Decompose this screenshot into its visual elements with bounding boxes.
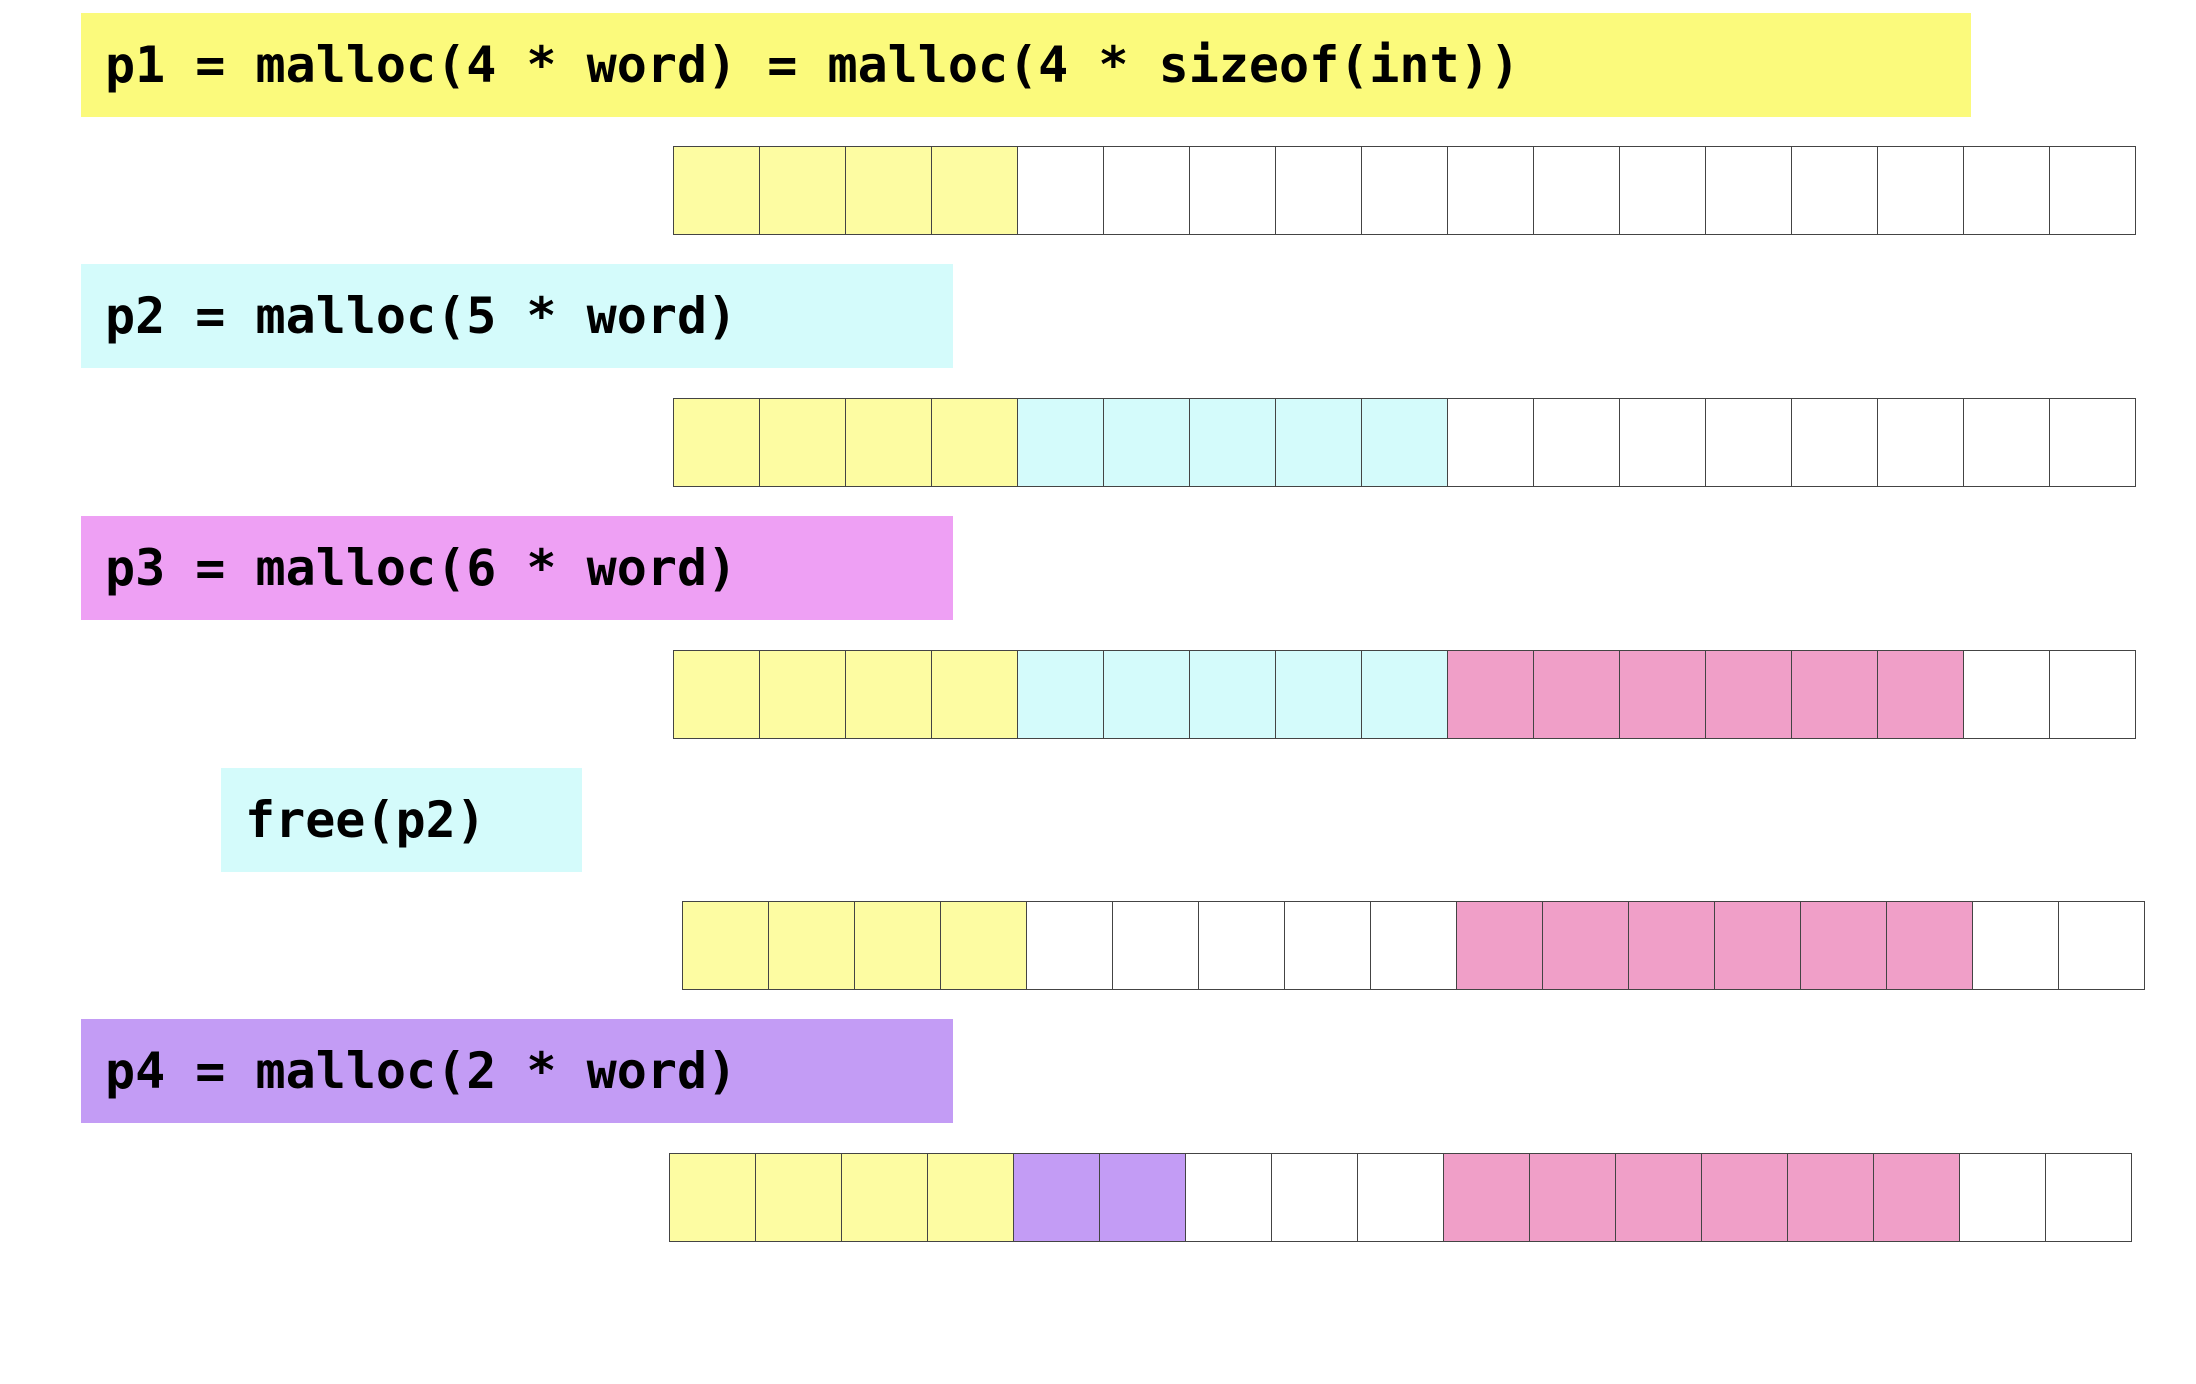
heap-cell-p1: [855, 902, 941, 989]
step-label-free-p2: free(p2): [221, 768, 582, 872]
heap-cell-p3: [1620, 651, 1706, 738]
heap-cell-p2: [1190, 399, 1276, 486]
heap-row-free-p2: [682, 901, 2145, 990]
heap-cell-p1: [674, 399, 760, 486]
heap-cell-p1: [842, 1154, 928, 1241]
heap-cell-p2: [1018, 399, 1104, 486]
heap-cell-free: [1371, 902, 1457, 989]
heap-cell-p2: [1190, 651, 1276, 738]
heap-cell-p1: [674, 147, 760, 234]
heap-cell-free: [1792, 147, 1878, 234]
heap-row-p3: [673, 650, 2136, 739]
heap-cell-free: [1104, 147, 1190, 234]
heap-cell-free: [2059, 902, 2144, 989]
heap-cell-free: [1018, 147, 1104, 234]
heap-cell-free: [1199, 902, 1285, 989]
heap-cell-p3: [1616, 1154, 1702, 1241]
heap-cell-p1: [846, 147, 932, 234]
heap-cell-p4: [1014, 1154, 1100, 1241]
heap-cell-p3: [1715, 902, 1801, 989]
heap-cell-p1: [760, 399, 846, 486]
heap-cell-free: [1878, 399, 1964, 486]
heap-cell-p1: [932, 651, 1018, 738]
heap-cell-p2: [1362, 651, 1448, 738]
heap-cell-free: [1706, 399, 1792, 486]
heap-cell-free: [1190, 147, 1276, 234]
heap-cell-p3: [1706, 651, 1792, 738]
heap-cell-free: [1186, 1154, 1272, 1241]
heap-cell-p1: [760, 651, 846, 738]
heap-cell-p3: [1530, 1154, 1616, 1241]
heap-cell-free: [1285, 902, 1371, 989]
heap-cell-free: [1448, 399, 1534, 486]
heap-cell-p3: [1444, 1154, 1530, 1241]
heap-cell-free: [2050, 147, 2135, 234]
heap-cell-free: [1706, 147, 1792, 234]
heap-cell-p1: [932, 147, 1018, 234]
heap-cell-p3: [1801, 902, 1887, 989]
heap-cell-p1: [760, 147, 846, 234]
heap-cell-p3: [1792, 651, 1878, 738]
heap-cell-p1: [670, 1154, 756, 1241]
heap-cell-free: [1620, 399, 1706, 486]
heap-cell-free: [1960, 1154, 2046, 1241]
heap-cell-free: [1964, 399, 2050, 486]
heap-cell-free: [2046, 1154, 2131, 1241]
heap-cell-free: [1792, 399, 1878, 486]
heap-cell-p1: [932, 399, 1018, 486]
heap-cell-free: [1113, 902, 1199, 989]
heap-cell-free: [1448, 147, 1534, 234]
heap-row-p2: [673, 398, 2136, 487]
heap-row-p4: [669, 1153, 2132, 1242]
heap-cell-free: [1878, 147, 1964, 234]
heap-cell-p3: [1878, 651, 1964, 738]
heap-cell-p1: [769, 902, 855, 989]
heap-cell-p1: [941, 902, 1027, 989]
heap-cell-free: [1964, 147, 2050, 234]
heap-cell-p3: [1702, 1154, 1788, 1241]
step-label-p2: p2 = malloc(5 * word): [81, 264, 953, 368]
step-label-p3: p3 = malloc(6 * word): [81, 516, 953, 620]
heap-cell-p1: [756, 1154, 842, 1241]
heap-cell-free: [1964, 651, 2050, 738]
heap-cell-p1: [928, 1154, 1014, 1241]
heap-cell-p3: [1457, 902, 1543, 989]
heap-cell-p1: [674, 651, 760, 738]
heap-cell-free: [1620, 147, 1706, 234]
heap-cell-p3: [1534, 651, 1620, 738]
heap-cell-free: [1534, 399, 1620, 486]
heap-cell-free: [1027, 902, 1113, 989]
heap-cell-free: [1358, 1154, 1444, 1241]
heap-cell-p2: [1104, 399, 1190, 486]
heap-cell-p2: [1276, 399, 1362, 486]
heap-cell-p3: [1448, 651, 1534, 738]
heap-cell-p2: [1362, 399, 1448, 486]
heap-cell-p1: [683, 902, 769, 989]
heap-cell-p4: [1100, 1154, 1186, 1241]
heap-cell-free: [1973, 902, 2059, 989]
heap-cell-p1: [846, 651, 932, 738]
heap-cell-p2: [1018, 651, 1104, 738]
heap-cell-free: [1534, 147, 1620, 234]
step-label-p1: p1 = malloc(4 * word) = malloc(4 * sizeo…: [81, 13, 1971, 117]
heap-cell-p3: [1788, 1154, 1874, 1241]
heap-cell-free: [2050, 651, 2135, 738]
heap-cell-free: [1272, 1154, 1358, 1241]
heap-cell-free: [1362, 147, 1448, 234]
heap-cell-free: [2050, 399, 2135, 486]
heap-cell-p3: [1543, 902, 1629, 989]
heap-cell-free: [1276, 147, 1362, 234]
heap-cell-p3: [1874, 1154, 1960, 1241]
step-label-p4: p4 = malloc(2 * word): [81, 1019, 953, 1123]
heap-cell-p2: [1276, 651, 1362, 738]
heap-cell-p2: [1104, 651, 1190, 738]
heap-row-p1: [673, 146, 2136, 235]
heap-cell-p3: [1887, 902, 1973, 989]
heap-cell-p3: [1629, 902, 1715, 989]
heap-cell-p1: [846, 399, 932, 486]
